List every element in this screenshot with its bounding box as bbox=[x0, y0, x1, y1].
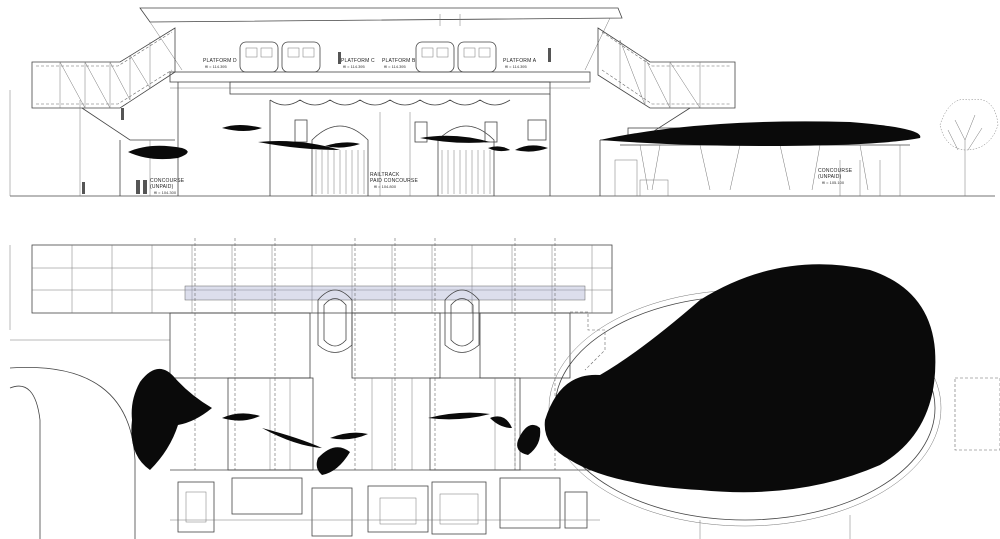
platform-d-level: ffl = 114.395 bbox=[205, 64, 228, 69]
concourse-mid-label: RAILTRACK bbox=[370, 172, 400, 178]
left-stair-truss bbox=[31, 27, 176, 196]
station-plan bbox=[9, 238, 1000, 539]
plan-rooms bbox=[170, 469, 600, 537]
person-figures bbox=[82, 48, 551, 194]
platform-blocks bbox=[169, 312, 571, 471]
section-labels: PLATFORM D ffl = 114.395 PLATFORM C ffl … bbox=[150, 58, 853, 195]
concourse-left-sub: (UNPAID) bbox=[150, 184, 174, 190]
concourse-left-label: CONCOURSE bbox=[150, 178, 185, 184]
sculpture-plan bbox=[131, 264, 936, 493]
concourse-mid-level: ffl = 104.800 bbox=[374, 184, 397, 189]
concourse-right-level: ffl = 105.100 bbox=[822, 180, 845, 185]
tracks-plan bbox=[269, 378, 516, 470]
platform-b-label: PLATFORM B bbox=[382, 58, 416, 64]
platform-d-label: PLATFORM D bbox=[203, 58, 237, 64]
arches bbox=[269, 94, 551, 196]
plan-left-curve bbox=[9, 367, 136, 539]
platform-c-label: PLATFORM C bbox=[341, 58, 375, 64]
roof-grid bbox=[31, 238, 613, 470]
plan-dashed-outline bbox=[570, 311, 606, 371]
trains bbox=[239, 41, 497, 73]
station-section: PLATFORM D ffl = 114.395 PLATFORM C ffl … bbox=[9, 7, 999, 197]
concourse-right-label: CONCOURSE bbox=[818, 168, 853, 174]
concourse-mid-sub: PAID CONCOURSE bbox=[370, 178, 418, 184]
platform-b-level: ffl = 114.395 bbox=[384, 64, 407, 69]
platform-a-level: ffl = 114.395 bbox=[505, 64, 528, 69]
sculpture-section bbox=[128, 121, 921, 160]
platform-c-level: ffl = 114.395 bbox=[343, 64, 366, 69]
platform-deck bbox=[169, 71, 591, 83]
roof-canopy bbox=[139, 7, 623, 23]
right-stair-truss bbox=[597, 27, 736, 141]
tree-icon bbox=[939, 99, 999, 196]
stair-shields bbox=[317, 289, 480, 353]
platform-a-label: PLATFORM A bbox=[503, 58, 537, 64]
concourse-left-level: ffl = 104.300 bbox=[154, 190, 177, 195]
concourse-right-sub: (UNPAID) bbox=[818, 174, 842, 180]
